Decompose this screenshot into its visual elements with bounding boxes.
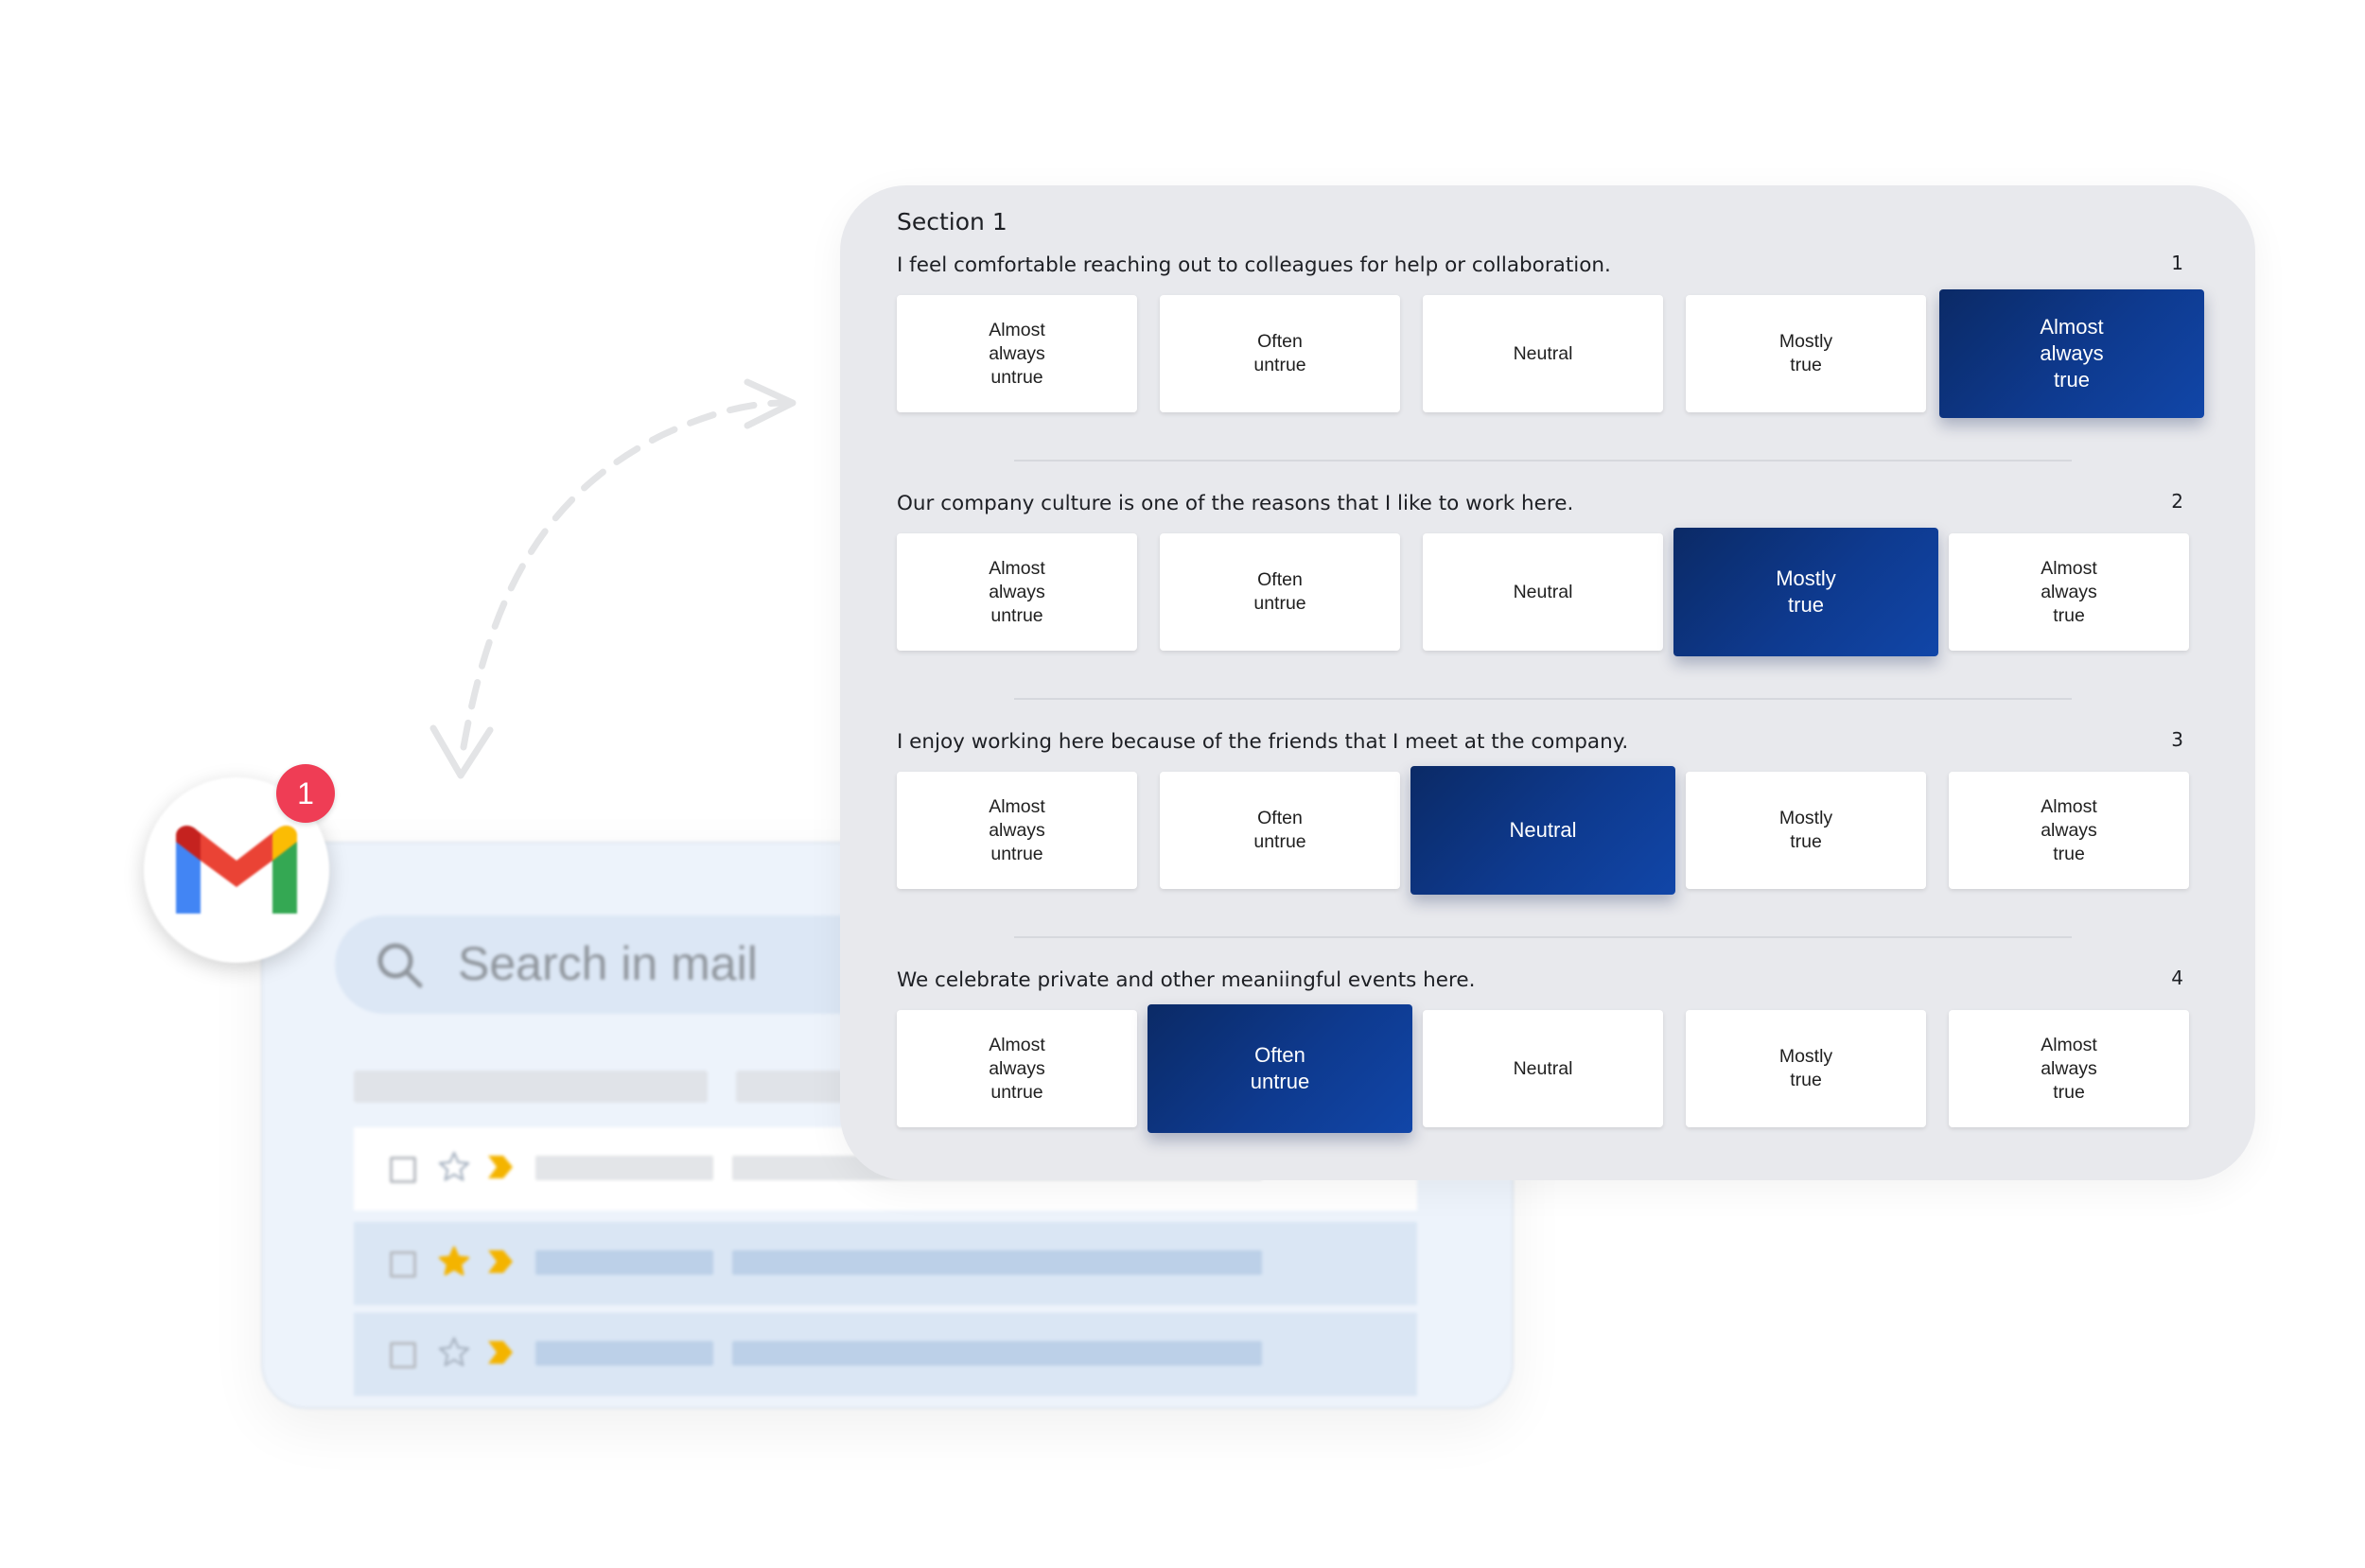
question-number: 3	[2171, 728, 2183, 751]
search-placeholder: Search in mail	[458, 937, 758, 990]
checkbox[interactable]	[390, 1251, 416, 1278]
survey-question: Our company culture is one of the reason…	[897, 490, 2202, 730]
answer-label: Neutral	[1513, 581, 1573, 602]
sender-placeholder	[535, 1341, 713, 1366]
answer-option[interactable]: Neutral	[1423, 533, 1663, 651]
mail-row[interactable]	[354, 1222, 1417, 1305]
sender-placeholder	[535, 1156, 713, 1180]
mail-row[interactable]	[354, 1313, 1417, 1396]
answer-label: Neutral	[1513, 342, 1573, 364]
checkbox[interactable]	[390, 1342, 416, 1368]
question-number: 1	[2171, 252, 2183, 274]
question-text: Our company culture is one of the reason…	[897, 492, 1574, 515]
search-icon	[377, 943, 423, 988]
importance-marker-icon[interactable]	[486, 1248, 515, 1275]
checkbox[interactable]	[390, 1157, 416, 1183]
subject-placeholder	[732, 1250, 1262, 1275]
toolbar-placeholder	[736, 1071, 850, 1103]
subject-placeholder	[732, 1341, 1262, 1366]
importance-marker-icon[interactable]	[486, 1339, 515, 1366]
survey-question: I feel comfortable reaching out to colle…	[897, 252, 2204, 492]
answer-option-selected[interactable]: Neutral	[1410, 766, 1675, 895]
answer-option[interactable]: Neutral	[1423, 295, 1663, 412]
question-number: 4	[2171, 967, 2183, 989]
question-divider	[1014, 460, 2072, 462]
question-text: I feel comfortable reaching out to colle…	[897, 253, 1611, 277]
toolbar-placeholder	[354, 1071, 708, 1103]
answer-label: Neutral	[1509, 818, 1577, 842]
survey-card: Section 1 I feel comfortable reaching ou…	[840, 185, 2255, 1180]
survey-question: I enjoy working here because of the frie…	[897, 728, 2202, 968]
survey-question: We celebrate private and other meaniingf…	[897, 967, 2202, 1207]
sender-placeholder	[535, 1250, 713, 1275]
star-icon[interactable]	[437, 1335, 471, 1369]
question-divider	[1014, 698, 2072, 700]
star-icon[interactable]	[437, 1150, 471, 1184]
section-title: Section 1	[897, 208, 1007, 235]
answer-option[interactable]: Neutral	[1423, 1010, 1663, 1127]
dashed-arrow	[429, 378, 797, 779]
notification-badge: 1	[276, 764, 335, 823]
question-number: 2	[2171, 490, 2183, 513]
question-text: We celebrate private and other meaniingf…	[897, 968, 1476, 992]
question-divider	[1014, 936, 2072, 938]
gmail-m-icon	[176, 826, 297, 914]
star-icon[interactable]	[437, 1245, 471, 1279]
question-text: I enjoy working here because of the frie…	[897, 730, 1629, 754]
answer-label: Neutral	[1513, 1057, 1573, 1079]
importance-marker-icon[interactable]	[486, 1154, 515, 1180]
